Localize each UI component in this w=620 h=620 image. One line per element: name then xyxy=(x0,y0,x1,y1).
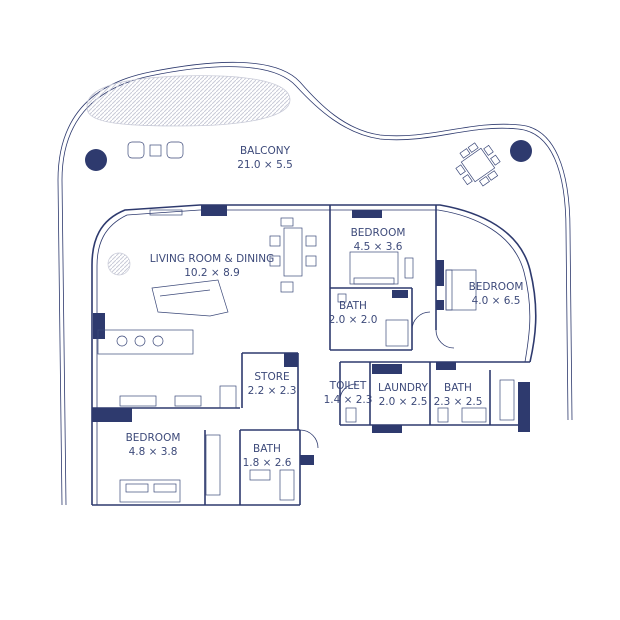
planter xyxy=(86,75,291,127)
bath-2-dims: 2.3 × 2.5 xyxy=(434,396,483,408)
balcony-dining-set xyxy=(455,142,501,187)
door-swings xyxy=(299,311,455,449)
bedroom-1-dims: 4.5 × 3.6 xyxy=(354,241,403,253)
store-dims: 2.2 × 2.3 xyxy=(248,385,297,397)
balcony-lounge-chairs xyxy=(127,141,184,159)
store-name: STORE xyxy=(254,371,289,383)
laundry-dims: 2.0 × 2.5 xyxy=(379,396,428,408)
bath-3-dims: 1.8 × 2.6 xyxy=(243,457,292,469)
bath-3-name: BATH xyxy=(253,443,281,455)
sofa xyxy=(151,279,229,317)
exterior-glazing xyxy=(91,204,537,505)
bedroom-3-dims: 4.8 × 3.8 xyxy=(129,446,178,458)
exterior-glazing-inner xyxy=(96,209,531,505)
bedroom-2-name: BEDROOM xyxy=(469,281,524,293)
bath-1-name: BATH xyxy=(339,300,367,312)
bath-2-name: BATH xyxy=(444,382,472,394)
bedroom-3-walls xyxy=(92,408,314,506)
balcony-name: BALCONY xyxy=(240,145,291,157)
living-column xyxy=(93,313,105,339)
kitchen-counter xyxy=(92,385,240,409)
bedroom-2-furniture xyxy=(436,260,477,311)
bath-1-walls xyxy=(330,288,413,351)
bath-1-dims: 2.0 × 2.0 xyxy=(329,314,378,326)
bedroom-3-name: BEDROOM xyxy=(126,432,181,444)
balcony-dims: 21.0 × 5.5 xyxy=(237,159,293,171)
round-planter-left xyxy=(85,149,107,171)
living-name: LIVING ROOM & DINING xyxy=(150,253,274,265)
kitchen-island xyxy=(97,329,194,355)
living-dims: 10.2 × 8.9 xyxy=(184,267,240,279)
laundry-name: LAUNDRY xyxy=(378,382,429,394)
service-walls xyxy=(339,361,530,433)
bedroom-2-dims: 4.0 × 6.5 xyxy=(472,295,521,307)
round-planter-right xyxy=(510,140,532,162)
toilet-name: TOILET xyxy=(329,380,367,392)
store-walls xyxy=(241,352,299,430)
balcony-outline xyxy=(57,61,573,506)
dining-table xyxy=(269,217,317,293)
kitchen-window-bar xyxy=(201,205,227,216)
living-shelf xyxy=(149,209,183,216)
round-rug xyxy=(107,252,131,276)
bedroom-1-name: BEDROOM xyxy=(351,227,406,239)
toilet-dims: 1.4 × 2.3 xyxy=(324,394,373,406)
